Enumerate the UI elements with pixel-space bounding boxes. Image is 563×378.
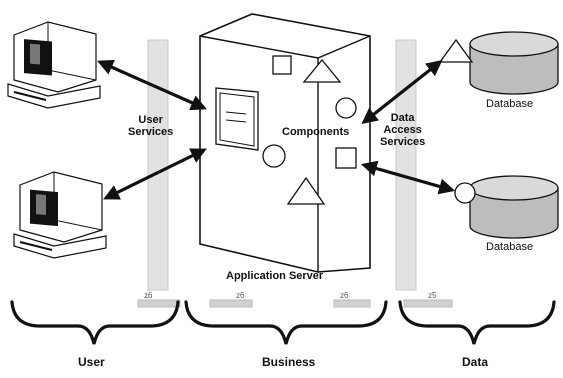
application-server xyxy=(199,13,371,273)
user-services-line2: Services xyxy=(128,126,174,138)
data-access-line1: Data xyxy=(390,112,415,124)
user-services-line1: User xyxy=(138,114,163,126)
database-top-label: Database xyxy=(486,98,534,110)
connector-bar-4 xyxy=(403,299,453,308)
user-services-label: User Services xyxy=(128,114,173,138)
arrow-server-to-database-top xyxy=(361,60,443,124)
component-square-bottom xyxy=(335,147,357,169)
database-bottom-label: Database xyxy=(486,241,534,253)
connector-label-3: z6 xyxy=(340,291,349,300)
data-access-line2: Access xyxy=(383,124,422,136)
user-tier-brace xyxy=(10,300,180,345)
data-access-line3: Services xyxy=(380,136,426,148)
connector-bar-2 xyxy=(209,299,253,308)
data-tier-brace xyxy=(398,300,556,345)
arrow-client-bottom-to-server xyxy=(103,148,207,200)
connector-label-1: z6 xyxy=(144,291,153,300)
component-triangle-bottom xyxy=(286,176,326,205)
tier-label-business: Business xyxy=(262,355,316,369)
component-square-top xyxy=(272,55,292,75)
components-label: Components xyxy=(282,126,350,138)
arrow-server-to-database-bottom xyxy=(360,160,456,195)
connector-label-4: z5 xyxy=(428,291,437,300)
connector-label-2: z6 xyxy=(236,291,245,300)
tier-label-user: User xyxy=(78,355,105,369)
user-tier-divider xyxy=(147,39,169,291)
connector-bar-1 xyxy=(137,299,181,308)
database-bottom xyxy=(454,175,559,239)
client-computer-bottom xyxy=(13,171,107,259)
business-tier-brace xyxy=(184,300,388,345)
tier-label-data: Data xyxy=(462,355,489,369)
client-computer-top xyxy=(7,21,101,109)
component-circle-right xyxy=(335,97,357,119)
component-circle-left xyxy=(262,144,286,168)
arrow-client-top-to-server xyxy=(97,59,207,111)
application-server-label: Application Server xyxy=(226,270,324,282)
database-top xyxy=(438,31,559,95)
connector-bar-3 xyxy=(333,299,371,308)
data-tier-divider xyxy=(395,39,417,291)
component-triangle-top xyxy=(302,58,342,83)
data-access-services-label: Data Access Services xyxy=(380,112,425,148)
